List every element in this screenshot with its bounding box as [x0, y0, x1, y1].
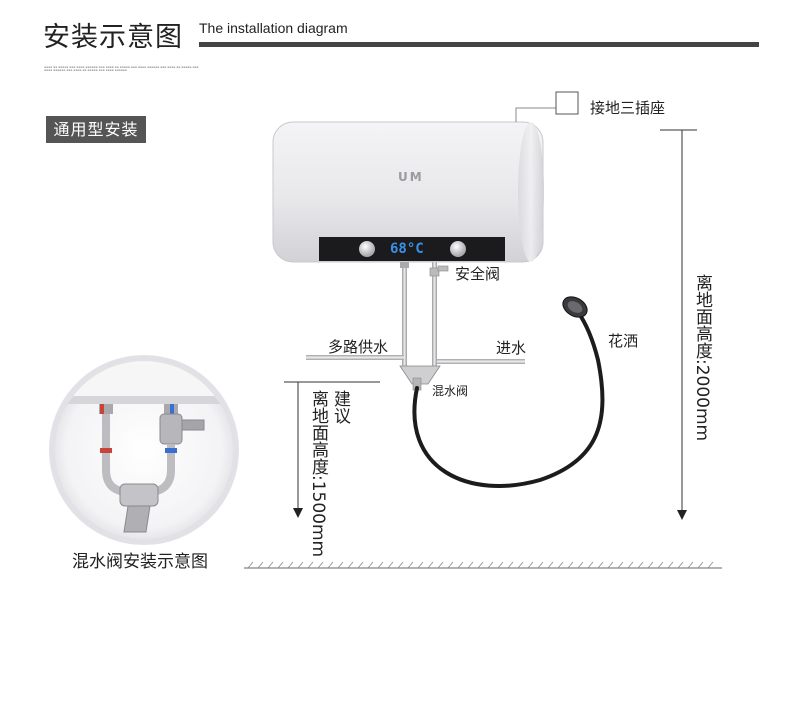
- title-underline: [199, 42, 759, 47]
- height-2000-label: 离地面高度:2000mm: [692, 274, 712, 442]
- control-knob-right: [450, 241, 466, 257]
- control-knob-left: [359, 241, 375, 257]
- water-heater: [272, 121, 544, 263]
- ground-line: [244, 561, 722, 569]
- page-title: 安装示意图: [43, 22, 183, 53]
- water-inlet-label: 进水: [496, 339, 527, 357]
- brand-logo: UM: [398, 170, 424, 184]
- mixing-valve-label: 混水阀: [432, 384, 469, 398]
- height-2000-marker: [660, 129, 697, 520]
- height-1500-label: 离地面高度:1500mm: [308, 390, 328, 558]
- safety-valve-label: 安全阀: [455, 265, 501, 283]
- grounding-socket-label: 接地三插座: [590, 99, 666, 117]
- recommend-label: 建议: [330, 390, 350, 424]
- shower-hose: [412, 296, 605, 488]
- shower-label: 花洒: [608, 332, 639, 350]
- page-subtitle: The installation diagram: [199, 20, 348, 36]
- inset-caption: 混水阀安装示意图: [72, 552, 208, 572]
- height-1500-marker: [284, 381, 380, 518]
- fine-print-decoration: ▪▪▪▪ ▪▪ ▪▪▪▪▪ ▪▪▪ ▪▪▪▪ ▪▪▪▪▪▪ ▪▪▪ ▪▪▪▪ ▪…: [44, 66, 199, 72]
- multi-supply-label: 多路供水: [328, 338, 389, 356]
- grounding-socket-callout: [515, 91, 579, 122]
- temperature-display: 68°C: [390, 241, 424, 257]
- installation-type-badge: 通用型安装: [46, 116, 146, 143]
- mixing-valve-inset: [49, 355, 239, 545]
- inlet-outlet-pipes: [306, 262, 525, 391]
